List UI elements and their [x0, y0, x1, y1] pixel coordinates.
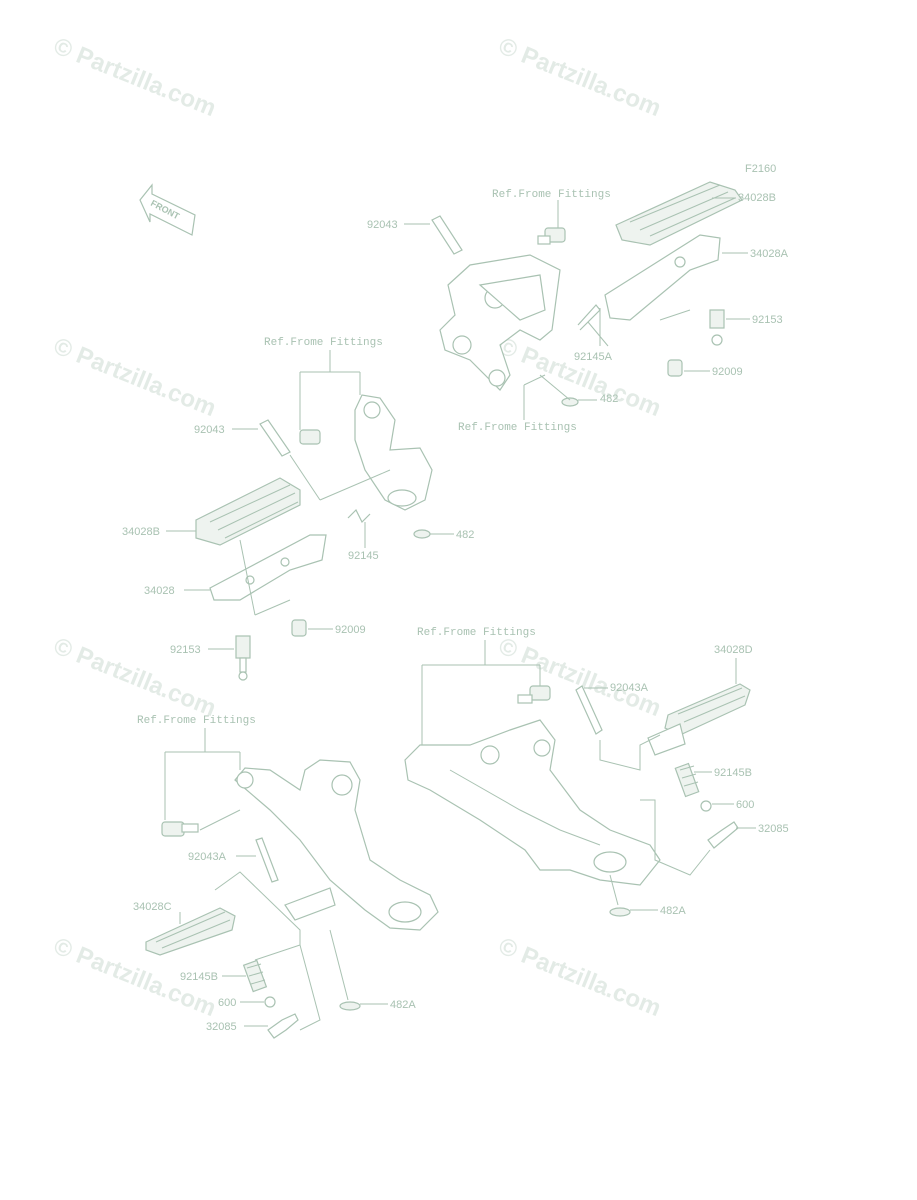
footpeg-bracket-icon — [354, 394, 433, 511]
bolt-icon — [709, 309, 725, 346]
part-label-34028A: 34028A — [750, 248, 789, 260]
screw-icon — [667, 359, 683, 377]
part-label-92145B-bl: 92145B — [180, 971, 218, 983]
watermark: © Partzilla.com — [50, 33, 220, 123]
pin-icon — [259, 419, 291, 457]
bolt-icon — [235, 635, 251, 681]
part-label-34028C: 34028C — [133, 901, 172, 913]
detent-plate-icon — [707, 821, 739, 849]
part-label-482-top: 482 — [600, 393, 618, 405]
part-label-92153-mid: 92153 — [170, 644, 201, 656]
clip-icon — [339, 1001, 361, 1011]
part-label-34028B-top: 34028B — [738, 192, 776, 204]
pin-icon — [431, 215, 463, 255]
watermark: © Partzilla.com — [50, 333, 220, 423]
figure-code: F2160 — [745, 163, 776, 175]
part-label-482A-bl: 482A — [390, 999, 416, 1011]
bolt-icon — [517, 685, 551, 704]
detent-plate-icon — [267, 1013, 299, 1039]
footpeg-bracket-icon — [439, 254, 561, 391]
part-label-92145B-br: 92145B — [714, 767, 752, 779]
bolt-icon — [161, 821, 199, 837]
part-label-92043-mid: 92043 — [194, 424, 225, 436]
part-label-92043A-bl: 92043A — [188, 851, 227, 863]
front-arrow-icon: FRONT — [139, 183, 196, 236]
bottom-right-assembly: Ref.Frome Fittings 92043A 3402 — [404, 627, 789, 917]
spring-icon — [347, 508, 371, 524]
ball-icon — [264, 996, 276, 1008]
clip-icon — [561, 397, 579, 407]
top-right-assembly: Ref.Frome Fittings 92043 92145A — [367, 181, 789, 434]
part-label-34028D: 34028D — [714, 644, 753, 656]
part-label-600-br: 600 — [736, 799, 754, 811]
footpeg-bracket-icon — [404, 719, 661, 886]
part-label-32085-bl: 32085 — [206, 1021, 237, 1033]
footpeg-bracket-icon — [234, 759, 439, 931]
watermark: © Partzilla.com — [495, 333, 665, 423]
part-label-92145A: 92145A — [574, 351, 613, 363]
footpeg-rubber-icon — [647, 683, 751, 756]
part-label-482A-br: 482A — [660, 905, 686, 917]
part-label-92043-top: 92043 — [367, 219, 398, 231]
spring-icon — [577, 304, 609, 347]
part-label-482-mid: 482 — [456, 529, 474, 541]
pin-icon — [255, 837, 279, 883]
watermark: © Partzilla.com — [495, 633, 665, 723]
ref-frame-label-1: Ref.Frome Fittings — [492, 189, 611, 201]
part-label-600-bl: 600 — [218, 997, 236, 1009]
part-label-92009-mid: 92009 — [335, 624, 366, 636]
ball-icon — [700, 800, 712, 812]
footpeg-rubber-icon — [615, 181, 743, 246]
clip-icon — [413, 529, 431, 539]
spring-icon — [674, 762, 700, 798]
footpeg-icon — [604, 234, 721, 321]
part-label-34028B-mid: 34028B — [122, 526, 160, 538]
watermark: © Partzilla.com — [495, 933, 665, 1023]
pin-icon — [575, 685, 603, 735]
ref-frame-label-2: Ref.Frome Fittings — [458, 422, 577, 434]
part-label-92153-top: 92153 — [752, 314, 783, 326]
part-label-92145-mid: 92145 — [348, 550, 379, 562]
middle-left-assembly: Ref.Frome Fittings 92043 92145 — [122, 337, 474, 681]
spring-icon — [242, 959, 268, 993]
watermark: © Partzilla.com — [495, 33, 665, 123]
bolt-icon — [299, 429, 321, 445]
part-label-32085-br: 32085 — [758, 823, 789, 835]
footpeg-icon — [209, 534, 327, 601]
part-label-92009-top: 92009 — [712, 366, 743, 378]
footpeg-rubber-icon — [195, 477, 301, 546]
bottom-left-assembly: Ref.Frome Fittings 92043A 34028C — [133, 715, 439, 1039]
screw-icon — [291, 619, 307, 637]
ref-frame-label-4: Ref.Frome Fittings — [417, 627, 536, 639]
ref-frame-label-5: Ref.Frome Fittings — [137, 715, 256, 727]
clip-icon — [609, 907, 631, 917]
footpeg-rubber-icon — [145, 907, 236, 956]
part-label-34028: 34028 — [144, 585, 175, 597]
ref-frame-label-3: Ref.Frome Fittings — [264, 337, 383, 349]
part-label-92043A-br: 92043A — [610, 682, 649, 694]
bolt-icon — [537, 227, 566, 245]
